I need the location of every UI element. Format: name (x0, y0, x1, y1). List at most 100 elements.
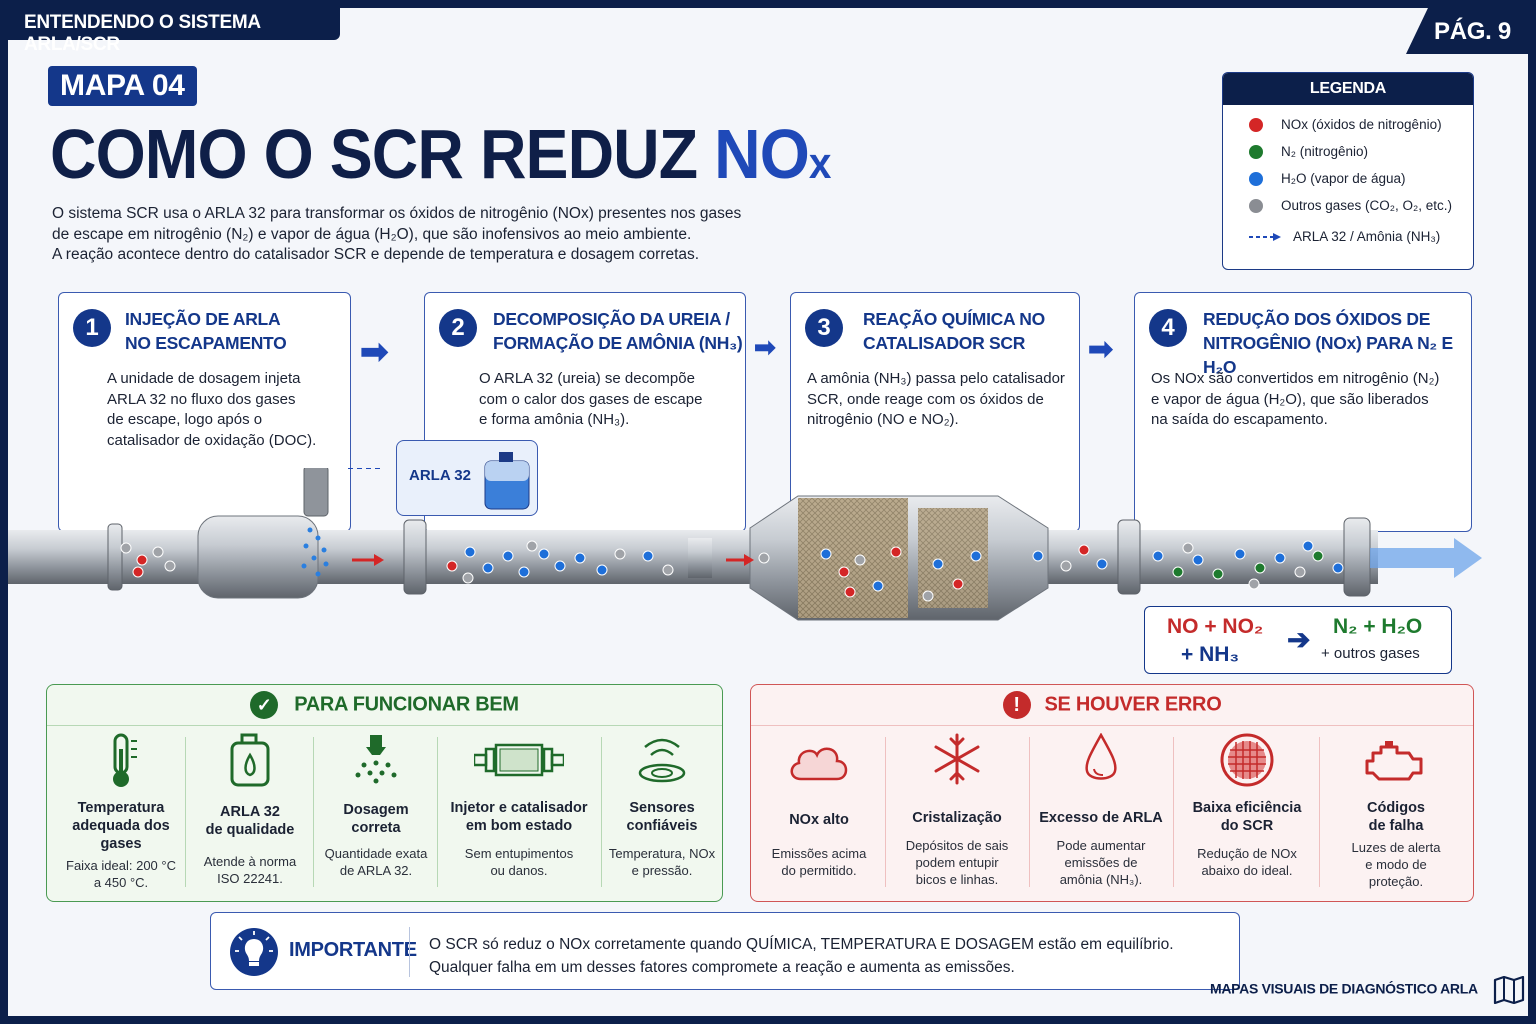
molecule-dot (482, 562, 494, 574)
step-number: 3 (805, 309, 843, 347)
red-dot-icon (1249, 117, 1263, 132)
important-note: IMPORTANTE O SCR só reduz o NOx corretam… (210, 912, 1240, 990)
step-number: 2 (439, 309, 477, 347)
nozzle-spray-icon (355, 735, 397, 784)
footer-brand: MAPAS VISUAIS DE DIAGNÓSTICO ARLA (1210, 975, 1525, 1005)
molecule-dot (662, 564, 674, 576)
legend-item: Outros gases (CO₂, O₂, etc.) (1223, 192, 1473, 219)
section-title: ENTENDENDO O SISTEMA ARLA/SCR (8, 8, 340, 55)
gray-dot-icon (1249, 198, 1263, 213)
map-icon (1493, 975, 1524, 1005)
molecule-dot (1254, 562, 1266, 574)
step-number: 4 (1149, 309, 1187, 347)
molecule-dot (854, 554, 866, 566)
molecule-dot (1234, 548, 1246, 560)
page: ENTENDENDO O SISTEMA ARLA/SCR PÁG. 9 MAP… (8, 8, 1528, 1016)
equation-ammonia: + NH₃ (1181, 643, 1240, 666)
drop-icon (1085, 732, 1117, 780)
legend-title: LEGENDA (1223, 73, 1473, 105)
molecule-dot (132, 566, 144, 578)
legend-item: ARLA 32 / Amônia (NH₃) (1223, 223, 1473, 250)
arla-jug-icon (230, 733, 270, 787)
dashed-arrow-icon (1249, 232, 1281, 241)
molecule-dot (462, 572, 474, 584)
molecule-dot (844, 586, 856, 598)
molecule-dot (1192, 554, 1204, 566)
molecule-dot (554, 560, 566, 572)
molecule-dot (446, 560, 458, 572)
molecule-dot (1294, 566, 1306, 578)
title-highlight: NO (714, 115, 810, 193)
molecule-dot (1274, 552, 1286, 564)
exclamation-icon: ! (1002, 691, 1031, 719)
molecule-dot (970, 550, 982, 562)
molecule-dot (820, 548, 832, 560)
arla-tank-icon (484, 452, 530, 510)
molecule-dot (932, 558, 944, 570)
arla-tank-callout: ARLA 32 (396, 440, 538, 516)
cloud-icon (790, 747, 848, 781)
molecule-dot (464, 546, 476, 558)
thermometer-icon (113, 733, 137, 787)
reaction-equation: NO + NO₂ + NH₃ ➔ N₂ + H₂O + outros gases (1144, 606, 1452, 674)
blue-dot-icon (1249, 171, 1263, 186)
step-number: 1 (73, 309, 111, 347)
molecule-dot (502, 550, 514, 562)
molecule-dot (838, 566, 850, 578)
molecule-dot (758, 552, 770, 564)
molecule-dot (526, 540, 538, 552)
molecule-dot (1078, 544, 1090, 556)
molecule-dot (574, 552, 586, 564)
legend-item: N₂ (nitrogênio) (1223, 138, 1473, 165)
step-body: Os NOx são convertidos em nitrogênio (N₂… (1151, 370, 1440, 428)
if-error-header: !SE HOUVER ERRO (751, 691, 1473, 719)
molecule-dot (642, 550, 654, 562)
molecule-dot (1032, 550, 1044, 562)
molecule-dot (164, 560, 176, 572)
important-label: IMPORTANTE (289, 939, 417, 961)
legend-item: H₂O (vapor de água) (1223, 165, 1473, 192)
engine-warning-icon (1365, 741, 1423, 781)
exhaust-pipe-illustration (8, 468, 1482, 621)
molecule-dot (1302, 540, 1314, 552)
title-main: COMO O SCR REDUZ (50, 115, 698, 193)
molecule-dot (538, 548, 550, 560)
equation-arrow-icon: ➔ (1287, 624, 1311, 655)
molecule-dot (890, 546, 902, 558)
molecule-dot (922, 590, 934, 602)
molecule-dot (952, 578, 964, 590)
legend-item: NOx (óxidos de nitrogênio) (1223, 111, 1473, 138)
molecule-dot (1060, 560, 1072, 572)
catalyst-grid-icon (1220, 733, 1274, 787)
green-dot-icon (1249, 144, 1263, 159)
molecule-dot (1332, 562, 1344, 574)
molecule-dot (1152, 550, 1164, 562)
map-badge: MAPA 04 (48, 66, 197, 106)
title-highlight-sub: x (808, 139, 832, 188)
snowflake-icon (934, 733, 980, 785)
equation-products: N₂ + H₂O (1333, 615, 1423, 638)
equation-reactants: NO + NO₂ (1167, 615, 1264, 638)
molecule-dot (596, 564, 608, 576)
molecule-dot (872, 580, 884, 592)
equation-other: + outros gases (1321, 645, 1420, 662)
molecule-dot (614, 548, 626, 560)
